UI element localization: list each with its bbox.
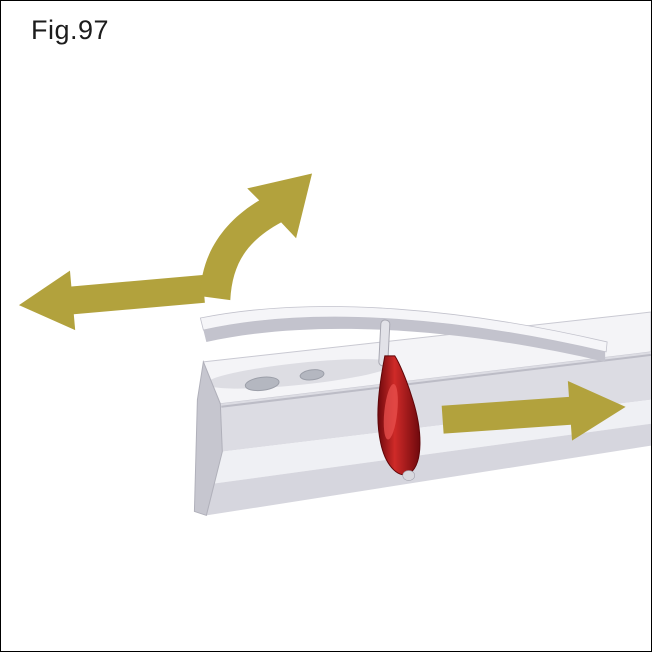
slide-right-arrow (441, 380, 626, 441)
cover-strip-top (199, 306, 608, 353)
red-locking-knob (377, 355, 421, 481)
figure-label: Fig.97 (31, 15, 110, 45)
rail-flange-lower (206, 423, 651, 516)
rail-end-face (193, 360, 223, 517)
rail-slot-small (299, 369, 325, 381)
lift-curved-arrow (200, 173, 313, 301)
knob-highlight (383, 383, 398, 440)
knob-tip (402, 470, 416, 481)
rail-slot-large (244, 376, 280, 392)
cover-strip (199, 306, 608, 362)
direction-arrows (18, 173, 626, 441)
slide-left-arrow (18, 270, 205, 331)
rail-groove (221, 353, 651, 408)
rail-front-face (220, 351, 651, 452)
cover-strip-underside (202, 314, 606, 362)
